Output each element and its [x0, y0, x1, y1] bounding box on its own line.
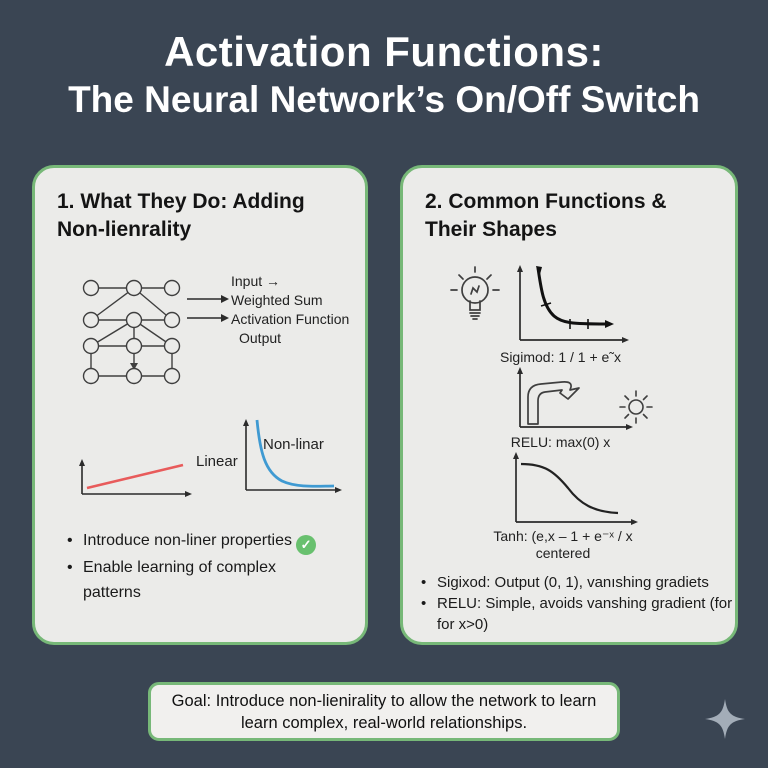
flow-step-activation: Activation Function — [231, 311, 350, 327]
right-panel-bullets: Sigixod: Output (0, 1), vanıshing gradie… — [421, 572, 733, 635]
page-title-line2: The Neural Network’s On/Off Switch — [68, 79, 700, 120]
tanh-label-line2: centered — [535, 545, 591, 561]
lightbulb-icon — [450, 266, 500, 320]
goal-text-line2: learn complex, real-world relationships. — [240, 713, 528, 732]
list-item: RELU: Simple, avoids vanshing gradient (… — [421, 593, 733, 635]
left-panel-heading: 1. What They Do: Adding Non-lienrality — [57, 188, 343, 244]
list-item: Introduce non-liner properties✓ — [67, 528, 329, 555]
relu-chart — [517, 367, 633, 430]
linear-chart — [79, 459, 192, 497]
left-heading-line1: 1. What They Do: Adding — [57, 190, 305, 213]
left-panel-bullets: Introduce non-liner properties✓ Enable l… — [67, 528, 329, 605]
left-bullet-1-text: Introduce non-liner properties — [83, 532, 293, 549]
flow-steps-text: Input → Weighted Sum Activation Function… — [231, 272, 369, 348]
right-panel-heading: 2. Common Functions & Their Shapes — [425, 188, 713, 244]
panel-what-they-do: 1. What They Do: Adding Non-lienrality — [32, 165, 368, 645]
sigmoid-chart — [517, 265, 629, 343]
page-title: Activation Functions: The Neural Network… — [0, 28, 768, 122]
page-title-line1: Activation Functions: — [164, 28, 604, 75]
goal-text-line1: Goal: Introduce non-lienirality to allow… — [171, 691, 597, 710]
flow-arrow-icon — [187, 295, 229, 322]
nonlinear-label: Non-linar — [263, 436, 324, 453]
sun-icon — [619, 390, 653, 424]
right-heading-line2: Their Shapes — [425, 218, 557, 241]
linear-label: Linear — [196, 453, 238, 470]
left-bullet-2-text: Enable learning of complex patterns — [83, 559, 277, 601]
flow-step-input: Input → — [231, 273, 281, 289]
right-heading-line1: 2. Common Functions & — [425, 190, 667, 213]
sparkle-icon — [705, 699, 745, 739]
relu-label: RELU: max(0) x — [510, 434, 611, 450]
tanh-label: Tanh: (e,x – 1 + e⁻ˣ / x — [493, 528, 633, 544]
tanh-chart — [513, 452, 638, 525]
check-icon: ✓ — [296, 535, 317, 555]
flow-step-weighted-sum: Weighted Sum — [231, 292, 323, 308]
neural-network-diagram — [82, 279, 181, 385]
nonlinear-chart — [243, 419, 342, 493]
panel-common-functions: 2. Common Functions & Their Shapes — [400, 165, 738, 645]
left-heading-line2: Non-lienrality — [57, 218, 192, 241]
tanh-label-block: Tanh: (e,x – 1 + e⁻ˣ / x centered — [443, 528, 683, 561]
right-bullet-1-text: Sigixod: Output (0, 1), vanıshing gradie… — [437, 574, 709, 591]
right-bullet-2-text: RELU: Simple, avoids vanshing gradient (… — [437, 595, 733, 633]
list-item: Sigixod: Output (0, 1), vanıshing gradie… — [421, 572, 733, 593]
goal-box: Goal: Introduce non-lienirality to allow… — [148, 682, 620, 741]
flow-step-output: Output — [239, 330, 282, 346]
sigmoid-label: Sigimod: 1 / 1 + e˜x — [499, 349, 621, 365]
list-item: Enable learning of complex patterns — [67, 555, 329, 605]
